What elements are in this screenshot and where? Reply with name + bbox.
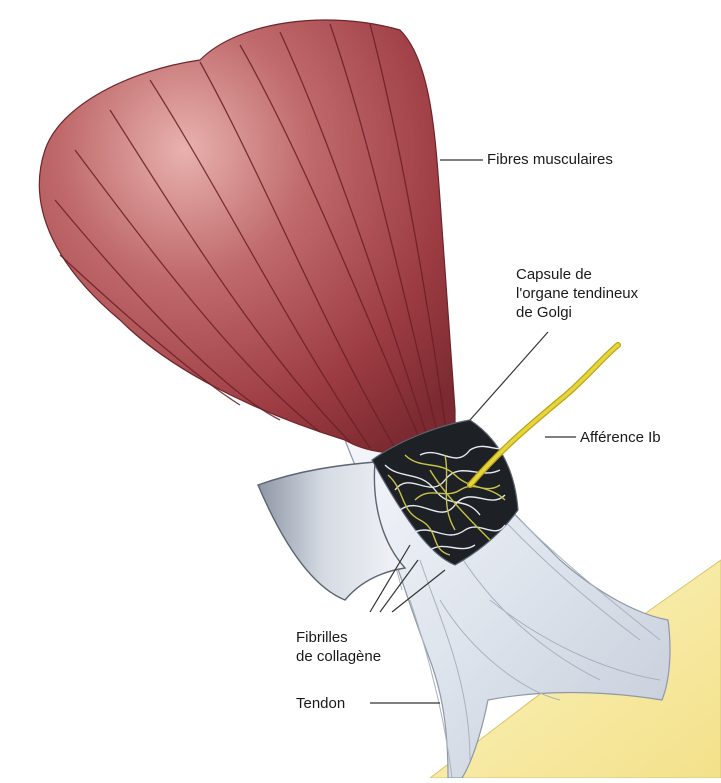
label-capsule-golgi: Capsule de l'organe tendineux de Golgi xyxy=(516,265,638,322)
leader-capsule xyxy=(470,332,548,420)
label-afference-ib: Afférence Ib xyxy=(580,428,661,447)
label-fibrilles-collagene: Fibrilles de collagène xyxy=(296,628,381,666)
muscle-belly xyxy=(39,20,455,453)
label-tendon: Tendon xyxy=(296,694,345,713)
label-fibres-musculaires: Fibres musculaires xyxy=(487,150,613,169)
